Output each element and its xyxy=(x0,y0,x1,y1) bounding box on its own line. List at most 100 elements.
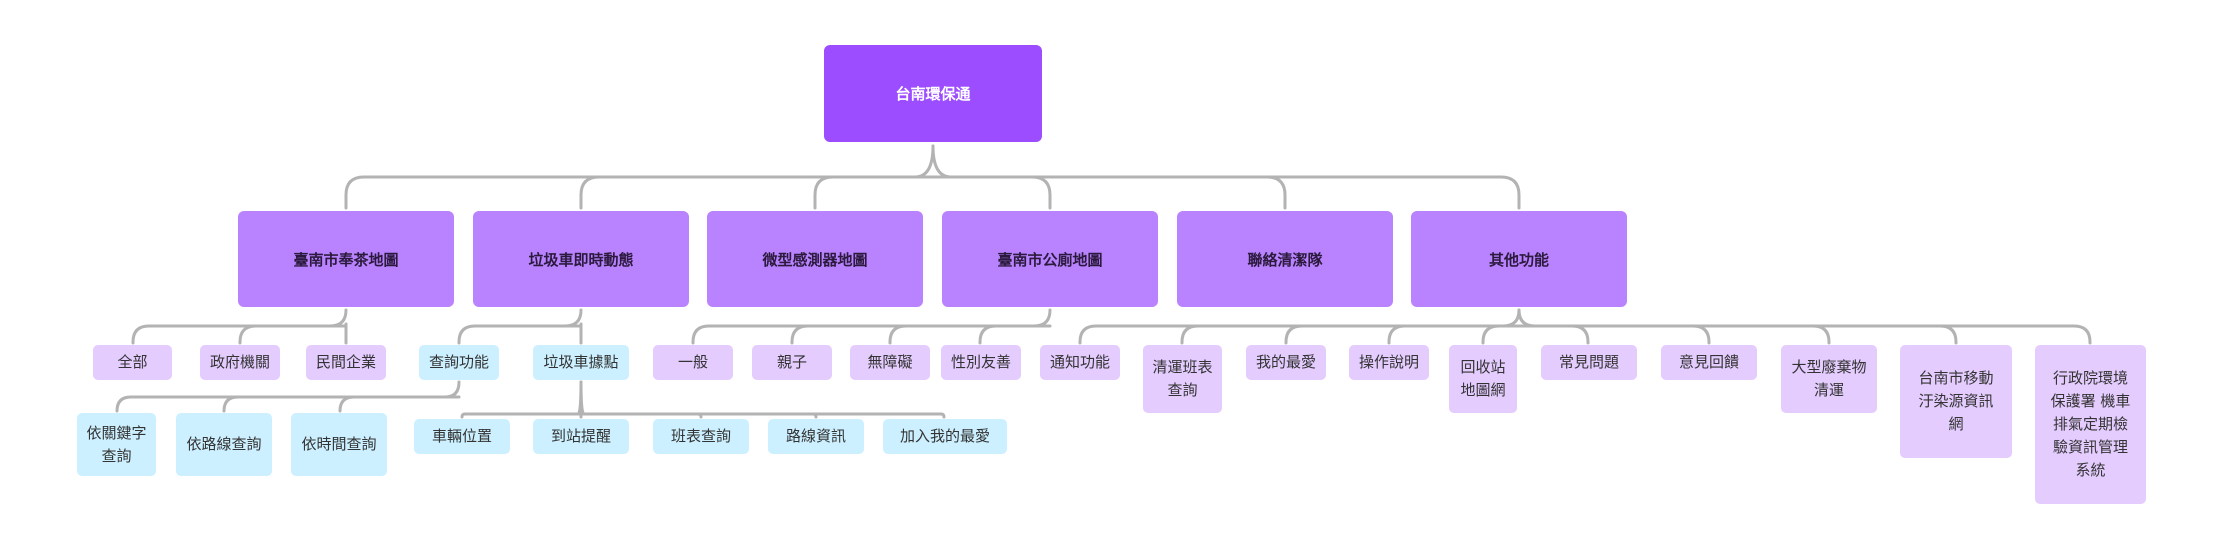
leaf-node[interactable]: 民間企業 xyxy=(306,345,386,380)
leaf-node[interactable]: 依路線查詢 xyxy=(176,413,272,476)
leaf-label: 依關鍵字查詢 xyxy=(86,423,147,465)
leaf-label: 性別友善 xyxy=(950,353,1011,371)
connector-root-drop-1 xyxy=(579,175,601,210)
connector-root-drop-0 xyxy=(344,175,366,210)
leaf-label: 到站提醒 xyxy=(550,427,611,445)
leaf-label: 查詢功能 xyxy=(428,353,489,371)
connector-toilet-map-drop-3 xyxy=(978,324,998,345)
connector-stations-stem-right xyxy=(579,380,586,416)
connector-root-drop-5 xyxy=(1499,175,1521,210)
connector-tea-map-drop-0 xyxy=(131,324,151,345)
leaf-node[interactable]: 性別友善 xyxy=(941,345,1021,380)
connector-query-drop-0 xyxy=(115,395,133,413)
leaf-node[interactable]: 加入我的最愛 xyxy=(883,419,1007,454)
leaf-node[interactable]: 車輛位置 xyxy=(414,419,510,454)
branch-label: 垃圾車即時動態 xyxy=(528,250,634,269)
connector-query-drop-1 xyxy=(222,395,240,413)
connector-toilet-map-drop-0 xyxy=(691,324,711,345)
leaf-label: 垃圾車據點 xyxy=(543,353,619,371)
branch-label: 其他功能 xyxy=(1488,250,1549,269)
connector-root-drop-3 xyxy=(1030,175,1052,210)
connector-other-functions-drop-8 xyxy=(1938,324,1958,345)
root-label: 台南環保通 xyxy=(895,85,971,103)
connector-other-functions-stem-right xyxy=(1517,308,1537,328)
leaf-node[interactable]: 路線資訊 xyxy=(768,419,864,454)
leaf-node[interactable]: 意見回饋 xyxy=(1661,345,1757,380)
leaf-label: 台南市移動汙染源資訊網 xyxy=(1918,369,1994,433)
leaf-node[interactable]: 行政院環境保護署 機車排氣定期檢驗資訊管理系統 xyxy=(2035,345,2146,504)
leaf-node[interactable]: 無障礙 xyxy=(850,345,930,380)
leaf-label: 民間企業 xyxy=(315,353,376,371)
leaf-label: 車輛位置 xyxy=(431,427,492,445)
leaf-node[interactable]: 操作說明 xyxy=(1349,345,1429,380)
leaf-node[interactable]: 親子 xyxy=(752,345,832,380)
connector-tea-map-stem xyxy=(328,308,348,328)
connector-root-stem-right xyxy=(931,144,953,179)
connector-other-functions-drop-0 xyxy=(1078,324,1098,345)
connector-root-drop-2 xyxy=(813,175,835,210)
branch-node-garbage-truck[interactable]: 垃圾車即時動態 xyxy=(473,211,689,307)
leaf-label: 加入我的最愛 xyxy=(899,427,990,445)
leaf-node[interactable]: 一般 xyxy=(653,345,733,380)
leaf-label: 依路線查詢 xyxy=(186,435,262,453)
branch-label: 臺南市公廁地圖 xyxy=(997,250,1103,269)
leaf-node[interactable]: 政府機關 xyxy=(200,345,280,380)
leaf-node[interactable]: 通知功能 xyxy=(1040,345,1120,380)
leaf-node[interactable]: 台南市移動汙染源資訊網 xyxy=(1900,345,2012,458)
branch-label: 微型感測器地圖 xyxy=(762,250,868,269)
leaf-label: 全部 xyxy=(117,353,148,371)
connector-query-stem xyxy=(443,380,461,399)
leaf-label: 大型廢棄物清運 xyxy=(1791,358,1867,399)
sub-branch-node-stations[interactable]: 垃圾車據點 xyxy=(533,345,629,380)
sub-branch-node-query[interactable]: 查詢功能 xyxy=(419,345,499,380)
leaf-label: 一般 xyxy=(677,353,708,371)
connector-toilet-map-drop-2 xyxy=(888,324,908,345)
leaf-node[interactable]: 大型廢棄物清運 xyxy=(1781,345,1877,413)
branch-label: 聯絡清潔隊 xyxy=(1247,250,1323,269)
connector-other-functions-drop-6 xyxy=(1691,324,1711,345)
connector-stations-drop-0 xyxy=(460,412,467,419)
leaf-label: 常見問題 xyxy=(1558,353,1619,371)
connector-other-functions-drop-1 xyxy=(1180,324,1200,345)
branch-node-toilet-map[interactable]: 臺南市公廁地圖 xyxy=(942,211,1158,307)
leaf-node[interactable]: 清運班表查詢 xyxy=(1143,345,1222,413)
connector-other-functions-drop-9 xyxy=(2072,324,2092,345)
leaf-node[interactable]: 依關鍵字查詢 xyxy=(77,413,156,476)
connector-other-functions-stem-left xyxy=(1501,308,1521,328)
connector-other-functions-drop-7 xyxy=(1811,324,1831,345)
connector-garbage-truck-drop-0 xyxy=(457,324,477,345)
connector-query-drop-2 xyxy=(338,395,356,413)
connector-stations-drop-2 xyxy=(696,412,703,419)
leaf-node[interactable]: 我的最愛 xyxy=(1246,345,1326,380)
leaf-label: 意見回饋 xyxy=(1678,353,1739,371)
branch-node-sensor-map[interactable]: 微型感測器地圖 xyxy=(707,211,923,307)
connector-other-functions-drop-5 xyxy=(1570,324,1590,345)
connector-stations-drop-3 xyxy=(811,412,818,419)
leaf-node[interactable]: 全部 xyxy=(93,345,172,380)
leaf-node[interactable]: 班表查詢 xyxy=(653,419,749,454)
branch-node-tea-map[interactable]: 臺南市奉茶地圖 xyxy=(238,211,454,307)
leaf-node[interactable]: 常見問題 xyxy=(1541,345,1637,380)
branch-node-contact-team[interactable]: 聯絡清潔隊 xyxy=(1177,211,1393,307)
leaf-label: 班表查詢 xyxy=(670,427,731,445)
leaf-label: 我的最愛 xyxy=(1255,353,1316,371)
leaf-label: 依時間查詢 xyxy=(301,435,377,453)
leaf-node[interactable]: 依時間查詢 xyxy=(291,413,387,476)
branch-node-other-functions[interactable]: 其他功能 xyxy=(1411,211,1627,307)
connector-stations-drop-4 xyxy=(939,412,946,419)
leaf-label: 通知功能 xyxy=(1049,353,1110,371)
leaf-node[interactable]: 回收站地圖網 xyxy=(1449,345,1517,413)
leaf-label: 清運班表查詢 xyxy=(1152,358,1213,399)
leaf-label: 操作說明 xyxy=(1358,353,1419,371)
leaf-node[interactable]: 到站提醒 xyxy=(533,419,629,454)
root-node[interactable]: 台南環保通 xyxy=(824,45,1042,142)
connector-other-functions-drop-4 xyxy=(1481,324,1501,345)
connector-root-drop-4 xyxy=(1265,175,1287,210)
connector-other-functions-drop-2 xyxy=(1284,324,1304,345)
connector-toilet-map-drop-1 xyxy=(790,324,810,345)
connector-other-functions-drop-3 xyxy=(1387,324,1407,345)
branch-label: 臺南市奉茶地圖 xyxy=(293,250,399,269)
leaf-label: 無障礙 xyxy=(867,353,913,371)
